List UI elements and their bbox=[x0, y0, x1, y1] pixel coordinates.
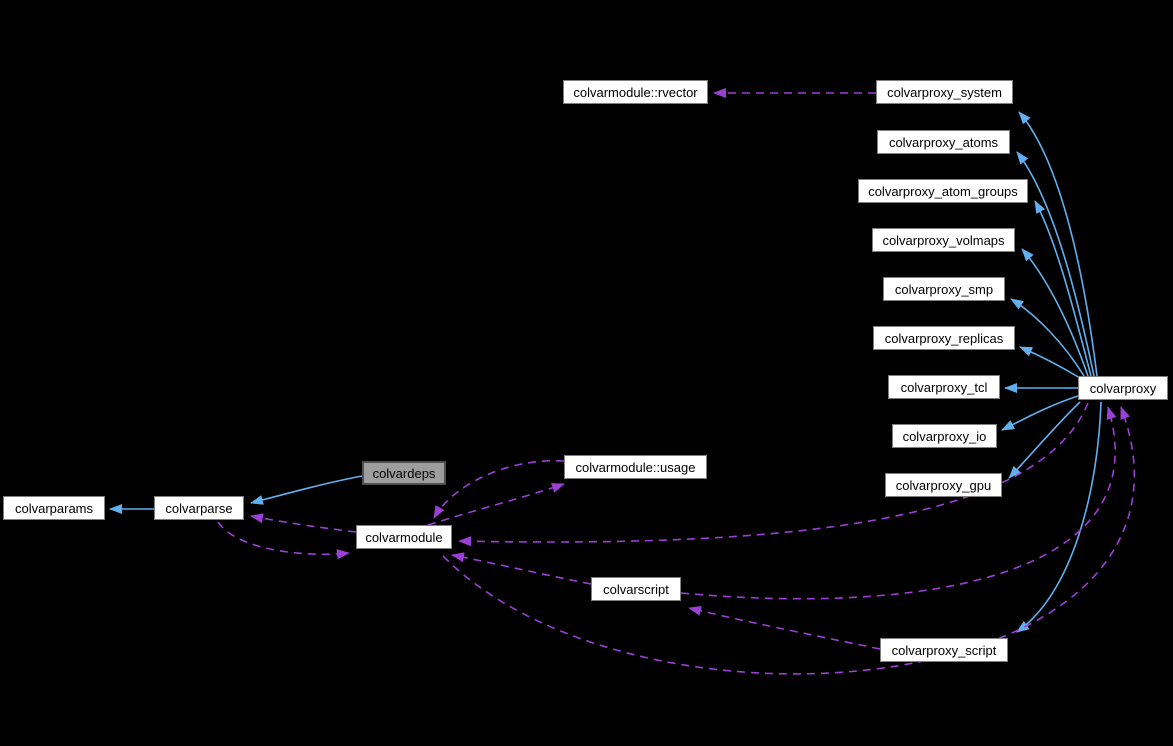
node-colvarproxy_atom_groups[interactable]: colvarproxy_atom_groups bbox=[858, 179, 1028, 203]
edge-colvarproxy-to-colvarproxy_atom_groups bbox=[1034, 200, 1092, 377]
edge-colvarmodule-to-usage bbox=[427, 483, 565, 526]
node-colvarmodule-rvector[interactable]: colvarmodule::rvector bbox=[563, 80, 708, 104]
node-colvarproxy[interactable]: colvarproxy bbox=[1078, 376, 1168, 400]
edge-colvarscript-to-colvarmodule bbox=[451, 552, 592, 585]
edge-colvarproxy-to-colvarproxy_volmaps bbox=[1021, 248, 1089, 377]
node-colvarmodule-usage[interactable]: colvarmodule::usage bbox=[564, 455, 707, 479]
edge-colvarproxy-to-colvarproxy_script bbox=[1016, 401, 1102, 633]
node-colvarparams[interactable]: colvarparams bbox=[3, 496, 105, 520]
node-colvarproxy_smp[interactable]: colvarproxy_smp bbox=[883, 277, 1005, 301]
edge-colvarproxy-to-colvarproxy_gpu bbox=[1008, 401, 1081, 479]
edge-colvarproxy-to-colvarproxy_atoms bbox=[1016, 151, 1095, 377]
edge-colvarparse-to-colvarmodule bbox=[217, 521, 350, 560]
node-colvarproxy_script[interactable]: colvarproxy_script bbox=[880, 638, 1008, 662]
node-colvarmodule[interactable]: colvarmodule bbox=[356, 525, 452, 549]
node-colvarproxy_tcl[interactable]: colvarproxy_tcl bbox=[888, 375, 1000, 399]
node-colvarproxy_replicas[interactable]: colvarproxy_replicas bbox=[873, 326, 1015, 350]
node-colvarparse[interactable]: colvarparse bbox=[154, 496, 244, 520]
node-colvarscript[interactable]: colvarscript bbox=[591, 577, 681, 601]
edge-colvarscript-to-colvarproxy bbox=[680, 406, 1117, 600]
edge-colvarproxy-to-colvarmodule bbox=[458, 402, 1089, 547]
edge-colvardeps-to-colvarparse bbox=[250, 475, 363, 505]
edge-colvarproxy-to-colvarproxy_replicas bbox=[1019, 346, 1081, 379]
node-colvarproxy_gpu[interactable]: colvarproxy_gpu bbox=[885, 473, 1002, 497]
node-colvardeps[interactable]: colvardeps bbox=[362, 461, 446, 485]
edge-colvarproxy-to-colvarproxy_smp bbox=[1010, 298, 1085, 377]
edge-colvarproxy-to-colvarproxy_io bbox=[1001, 395, 1079, 431]
node-colvarproxy_io[interactable]: colvarproxy_io bbox=[892, 424, 997, 448]
edge-colvarproxy-to-colvarproxy_system bbox=[1018, 111, 1098, 377]
edge-colvarmodule-to-colvarparse bbox=[250, 513, 357, 533]
edge-colvarmodule-to-colvarproxy bbox=[442, 406, 1136, 675]
edge-colvarproxy_script-to-colvarscript bbox=[688, 606, 881, 650]
node-colvarproxy_system[interactable]: colvarproxy_system bbox=[876, 80, 1013, 104]
node-colvarproxy_atoms[interactable]: colvarproxy_atoms bbox=[877, 130, 1010, 154]
node-colvarproxy_volmaps[interactable]: colvarproxy_volmaps bbox=[872, 228, 1015, 252]
edge-usage-to-colvarmodule bbox=[433, 460, 565, 519]
